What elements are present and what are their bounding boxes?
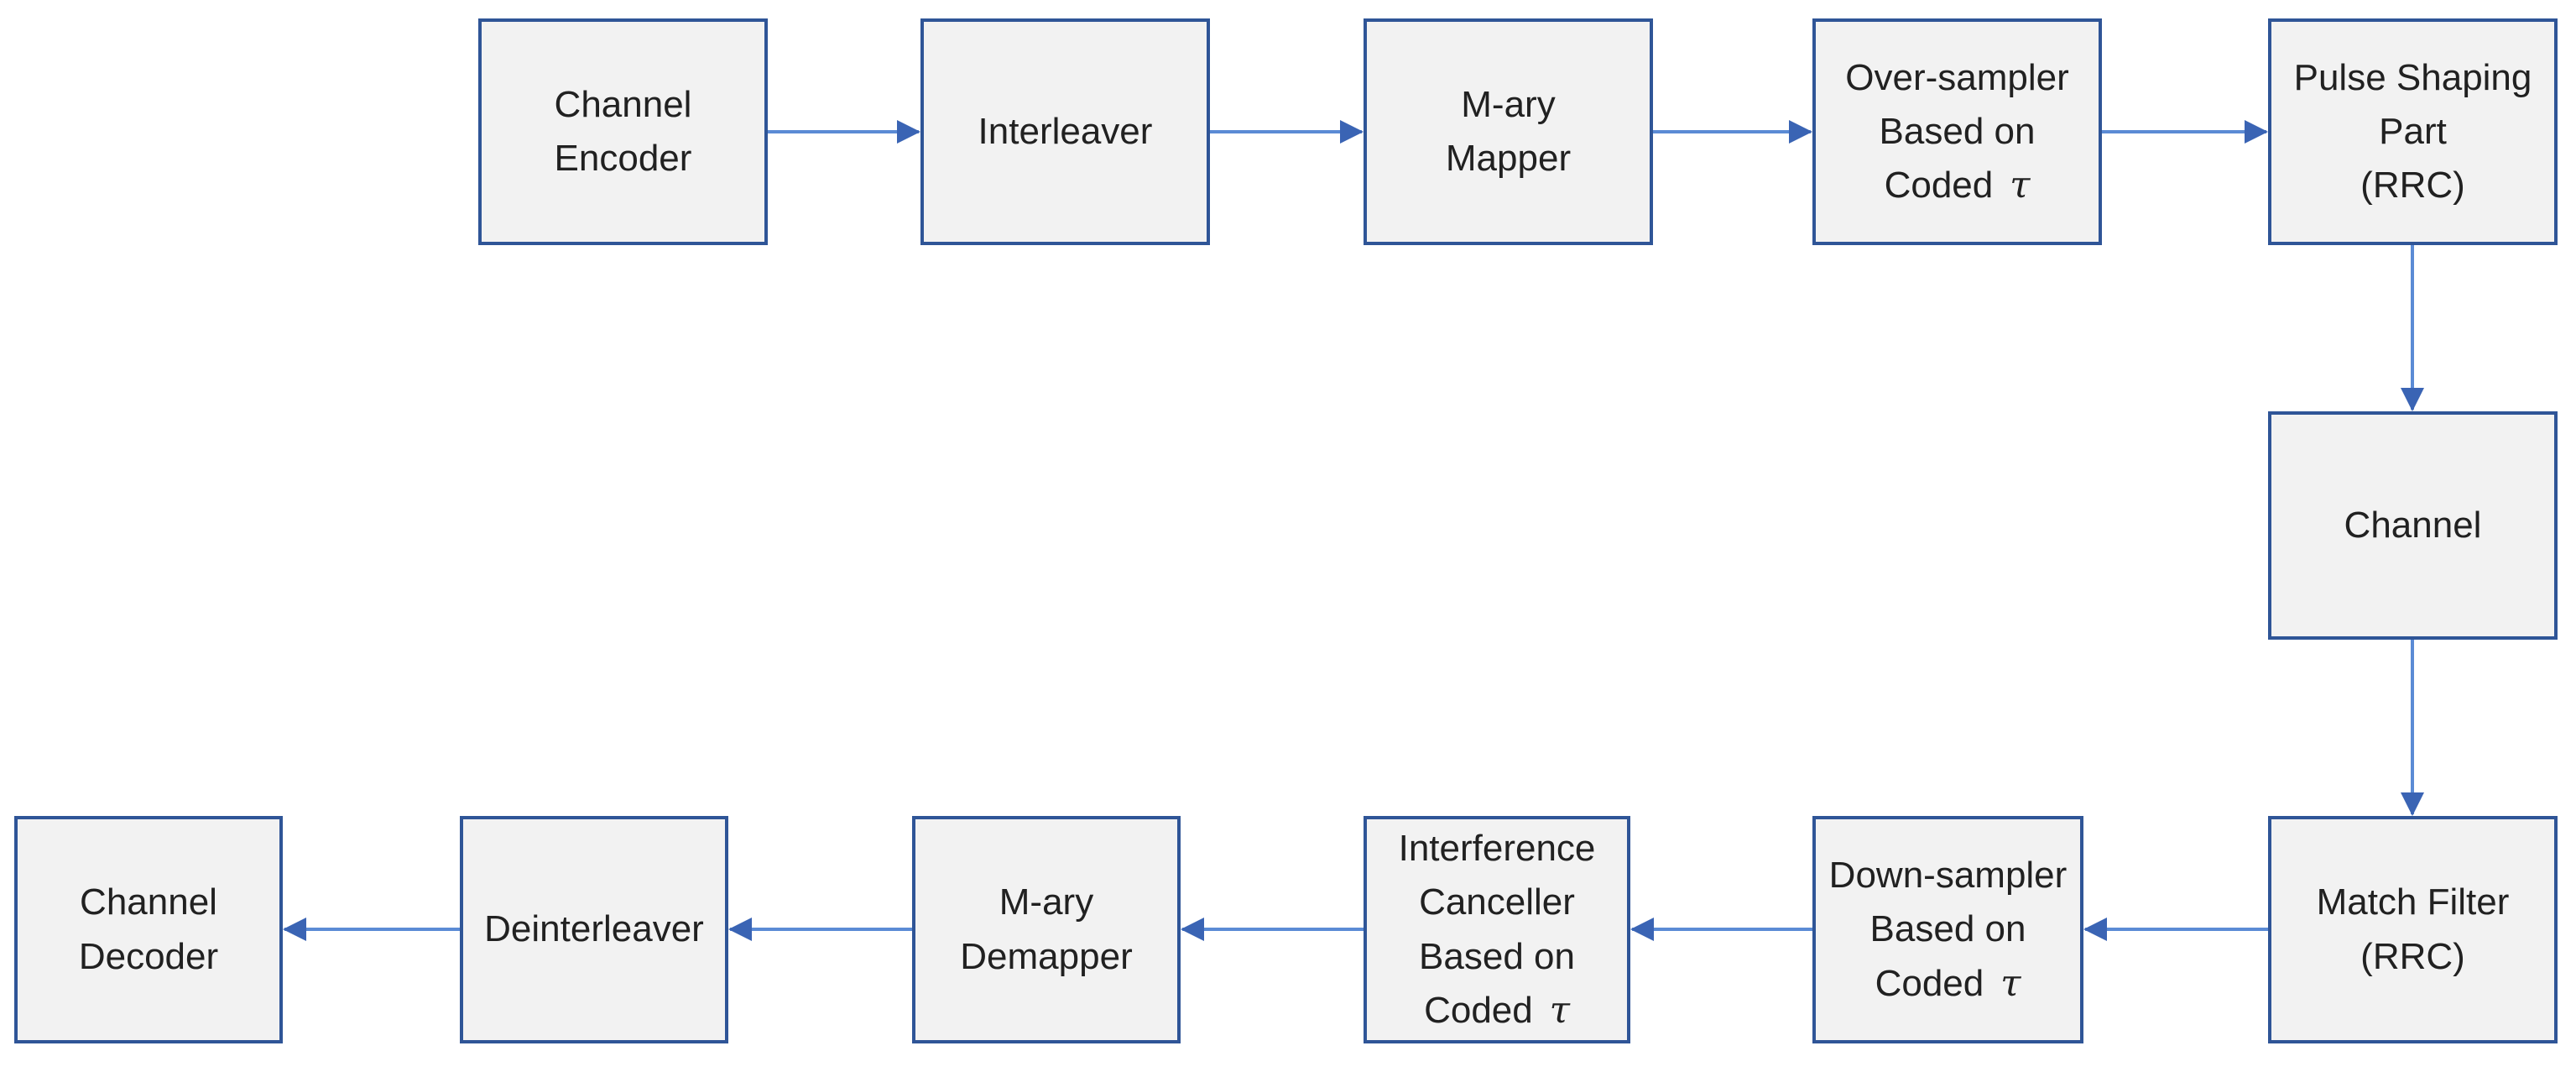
block-label-line: Based on	[1879, 110, 2036, 152]
tau-symbol: τ	[2010, 164, 2031, 207]
block-label-line: Match Filter	[2316, 881, 2510, 923]
block-label-line: Channel	[80, 881, 217, 923]
block-label-text: Coded	[1884, 165, 1994, 207]
block-label-line: Over-sampler	[1845, 56, 2069, 98]
block-channel: Channel	[2268, 411, 2558, 640]
block-label-text: Coded	[1875, 962, 1984, 1004]
block-label-text: Coded	[1424, 989, 1533, 1031]
block-label-line: Canceller	[1419, 881, 1575, 923]
block-pulse-shaping-part: Pulse Shaping Part (RRC)	[2268, 18, 2558, 245]
block-label-line: Part	[2379, 110, 2447, 152]
block-channel-decoder: Channel Decoder	[14, 816, 283, 1043]
block-label-line: Demapper	[960, 935, 1133, 977]
block-label-line: (RRC)	[2360, 165, 2465, 207]
block-label-line: Down-sampler	[1828, 855, 2068, 897]
block-label-line: Interference	[1398, 828, 1596, 870]
block-label-line: Interleaver	[978, 110, 1153, 152]
tau-symbol: τ	[2000, 961, 2021, 1005]
block-match-filter: Match Filter (RRC)	[2268, 816, 2558, 1043]
block-label-line: Pulse Shaping	[2293, 56, 2532, 98]
block-label-line: Mapper	[1445, 138, 1572, 179]
block-channel-encoder: Channel Encoder	[478, 18, 768, 245]
block-label-line: Based on	[1869, 908, 2026, 950]
block-label-line: Based on	[1419, 935, 1575, 977]
tau-symbol: τ	[1549, 988, 1570, 1032]
block-label-line: Deinterleaver	[484, 908, 704, 950]
block-label-line: M-ary	[1461, 83, 1556, 125]
block-mary-mapper: M-ary Mapper	[1364, 18, 1653, 245]
block-label-line: Channel	[554, 83, 692, 125]
block-label-line: (RRC)	[2360, 935, 2465, 977]
block-deinterleaver: Deinterleaver	[460, 816, 728, 1043]
block-label-line: Decoder	[78, 935, 219, 977]
block-label-line: M-ary	[999, 881, 1094, 923]
block-label-line: Encoder	[554, 138, 692, 179]
block-mary-demapper: M-ary Demapper	[912, 816, 1181, 1043]
block-label-line: Channel	[2344, 504, 2482, 546]
block-interleaver: Interleaver	[920, 18, 1210, 245]
